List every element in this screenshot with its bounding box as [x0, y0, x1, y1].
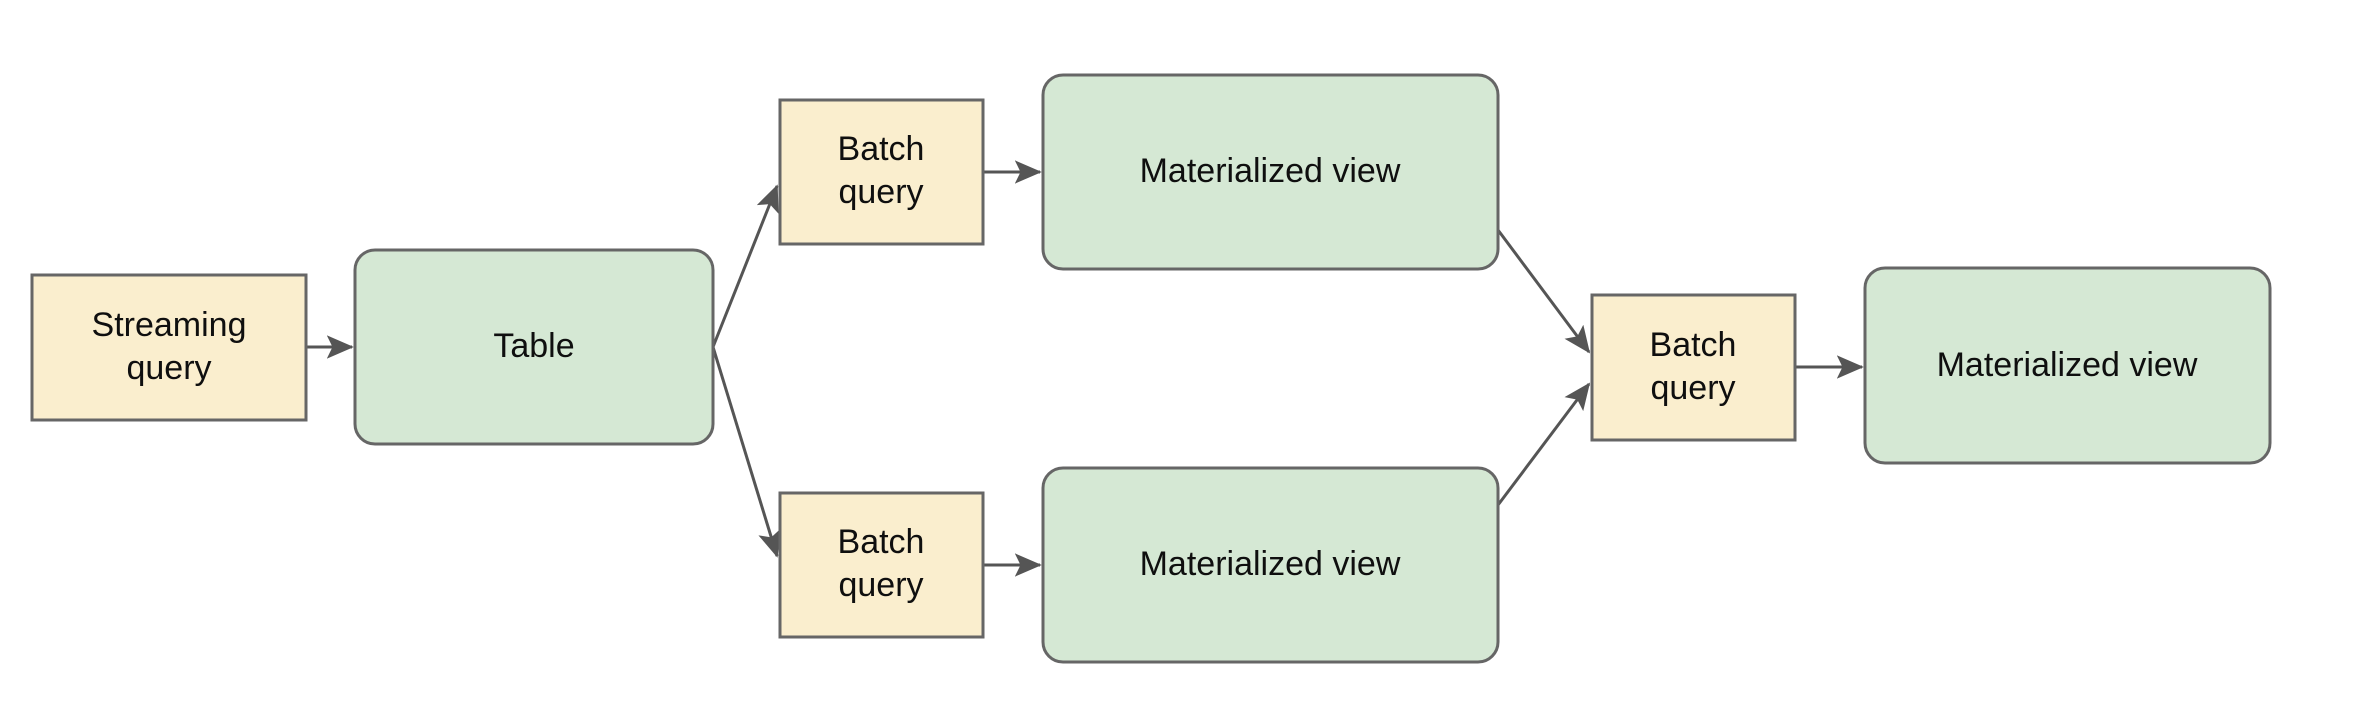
node-batch-query-top-shape[interactable]	[778, 98, 985, 246]
node-batch-query-bottom-label-line-2: query	[838, 566, 923, 604]
node-materialized-view-top-label: Materialized view	[1140, 152, 1401, 190]
node-streaming-query-label-line-2: query	[126, 349, 211, 387]
node-batch-query-merge-label-line-2: query	[1650, 369, 1735, 407]
node-streaming-query-label-line-1: Streaming	[92, 306, 247, 344]
node-layer: Streaming query Table Batch query Materi…	[30, 73, 2272, 664]
node-materialized-view-bottom[interactable]: Materialized view	[1041, 466, 1500, 664]
node-table[interactable]: Table	[353, 248, 715, 446]
node-materialized-view-final-shape[interactable]	[1863, 266, 2272, 465]
node-batch-query-top-label-line-2: query	[838, 173, 923, 211]
node-batch-query-top[interactable]: Batch query	[778, 98, 985, 246]
node-materialized-view-top[interactable]: Materialized view	[1041, 73, 1500, 271]
node-materialized-view-final-label: Materialized view	[1937, 346, 2198, 384]
edge-materialized-view-top-to-batch-query-merge	[1496, 229, 1591, 354]
node-batch-query-merge-label-line-1: Batch	[1650, 326, 1737, 364]
edge-materialized-view-bottom-to-batch-query-merge	[1496, 382, 1591, 506]
edge-layer	[306, 160, 1864, 577]
node-streaming-query[interactable]: Streaming query	[30, 273, 308, 422]
node-batch-query-bottom[interactable]: Batch query	[778, 491, 985, 639]
node-batch-query-top-label-line-1: Batch	[838, 130, 925, 168]
node-batch-query-merge-shape[interactable]	[1590, 293, 1797, 442]
node-streaming-query-shape[interactable]	[30, 273, 308, 422]
node-materialized-view-bottom-label: Materialized view	[1140, 545, 1401, 583]
node-table-label: Table	[493, 327, 574, 365]
node-batch-query-bottom-shape[interactable]	[778, 491, 985, 639]
node-table-shape[interactable]	[353, 248, 715, 446]
node-batch-query-bottom-label-line-1: Batch	[838, 523, 925, 561]
node-materialized-view-bottom-shape[interactable]	[1041, 466, 1500, 664]
node-batch-query-merge[interactable]: Batch query	[1590, 293, 1797, 442]
node-materialized-view-final[interactable]: Materialized view	[1863, 266, 2272, 465]
edge-table-to-batch-query-bottom	[711, 346, 781, 558]
edge-table-to-batch-query-top	[711, 184, 779, 348]
node-materialized-view-top-shape[interactable]	[1041, 73, 1500, 271]
